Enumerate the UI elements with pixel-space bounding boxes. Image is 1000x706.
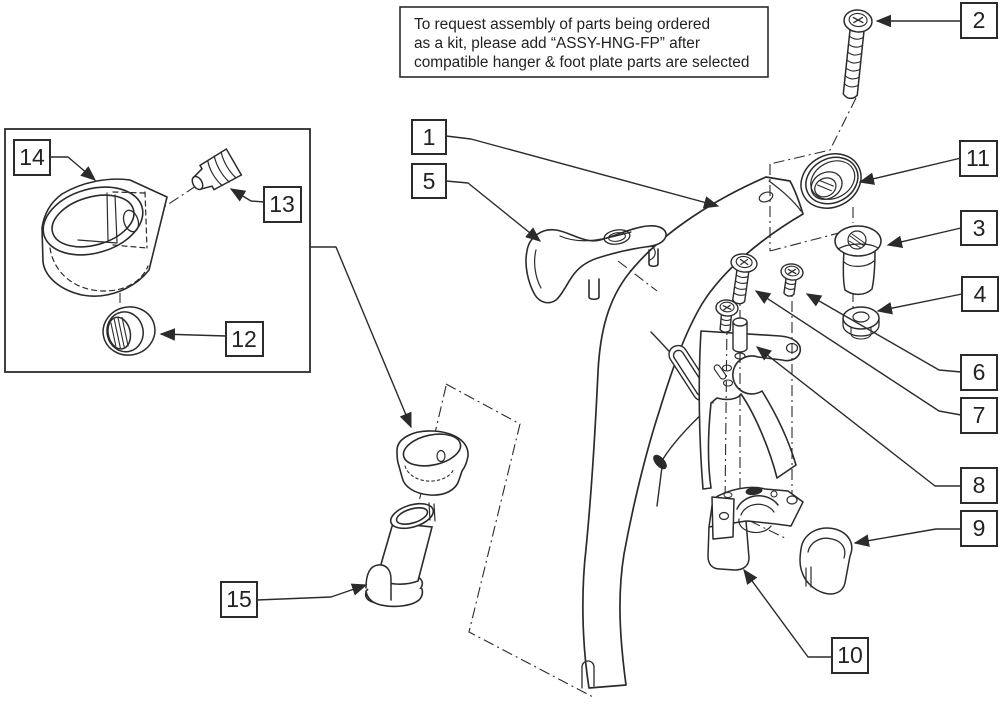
callout-box-2: 2 — [960, 2, 998, 39]
leader-4 — [876, 293, 963, 315]
part-12-plug — [102, 306, 156, 356]
leader-8 — [755, 346, 961, 487]
part-2-screw — [842, 9, 873, 100]
callout-8-label: 8 — [973, 472, 986, 498]
callout-box-15: 15 — [220, 581, 258, 618]
callout-4-label: 4 — [974, 281, 987, 307]
part-14-clamp-ring — [41, 178, 168, 297]
detail-panel — [4, 128, 311, 373]
part-3-latch-housing — [834, 225, 882, 296]
part-4-nut — [842, 306, 880, 340]
leader-1 — [445, 135, 720, 209]
callout-box-14: 14 — [13, 139, 51, 176]
callout-9-label: 9 — [973, 515, 986, 541]
leader-7 — [754, 290, 962, 416]
callout-1-label: 1 — [423, 124, 436, 150]
callout-box-6: 6 — [960, 354, 998, 391]
note-line-2: as a kit, please add “ASSY-HNG-FP” after — [414, 35, 700, 52]
callout-boxes: 1 5 2 11 3 4 6 7 8 9 10 12 13 14 15 — [13, 2, 999, 674]
part-8-spacer — [732, 317, 748, 360]
callout-box-3: 3 — [960, 210, 998, 246]
leader-15 — [256, 583, 368, 601]
callout-2-label: 2 — [973, 7, 986, 33]
front-screw — [715, 299, 739, 333]
leader-6 — [805, 293, 962, 373]
callout-box-12: 12 — [225, 321, 264, 357]
callout-14-label: 14 — [19, 144, 45, 170]
leader-detail-panel — [310, 246, 412, 429]
callout-6-label: 6 — [973, 359, 986, 385]
part-9-saddle-insert — [799, 527, 853, 595]
leader-3 — [886, 227, 962, 248]
callout-box-7: 7 — [960, 397, 998, 434]
callout-12-label: 12 — [231, 326, 257, 352]
part-15-sleeve — [364, 502, 436, 608]
leader-13 — [229, 188, 265, 203]
callout-13-label: 13 — [269, 191, 295, 217]
leader-14 — [50, 156, 97, 181]
part-11-plug-cap — [800, 153, 862, 209]
callout-5-label: 5 — [423, 168, 436, 194]
leader-lines — [50, 14, 963, 658]
part-1-hanger-tube — [581, 176, 804, 689]
callout-box-9: 9 — [960, 510, 998, 547]
callout-box-11: 11 — [959, 140, 998, 177]
callout-10-label: 10 — [837, 642, 863, 668]
leader-9 — [853, 528, 961, 547]
callout-box-13: 13 — [263, 186, 302, 223]
saddle-ring — [396, 430, 469, 496]
callout-15-label: 15 — [226, 586, 252, 612]
note-box: To request assembly of parts being order… — [399, 6, 769, 78]
leader-5 — [445, 180, 542, 242]
part-5-release-lever — [525, 225, 667, 304]
leader-10 — [743, 568, 832, 658]
callout-box-8: 8 — [960, 467, 998, 504]
note-line-1: To request assembly of parts being order… — [414, 16, 710, 33]
part-6-screw — [780, 263, 804, 297]
callout-box-10: 10 — [831, 637, 869, 674]
bracket-plate — [698, 330, 802, 490]
callout-7-label: 7 — [973, 402, 986, 428]
leader-11 — [858, 157, 962, 185]
callout-3-label: 3 — [973, 215, 986, 241]
callout-box-1: 1 — [411, 119, 447, 155]
part-13-pin — [191, 147, 243, 191]
callout-11-label: 11 — [966, 145, 990, 171]
callout-box-5: 5 — [411, 163, 447, 199]
leader-12 — [159, 328, 227, 341]
callout-box-4: 4 — [961, 276, 999, 312]
part-10-clamp-block — [707, 486, 804, 571]
note-line-3: compatible hanger & foot plate parts are… — [414, 54, 749, 71]
part-7-screw — [730, 253, 758, 305]
